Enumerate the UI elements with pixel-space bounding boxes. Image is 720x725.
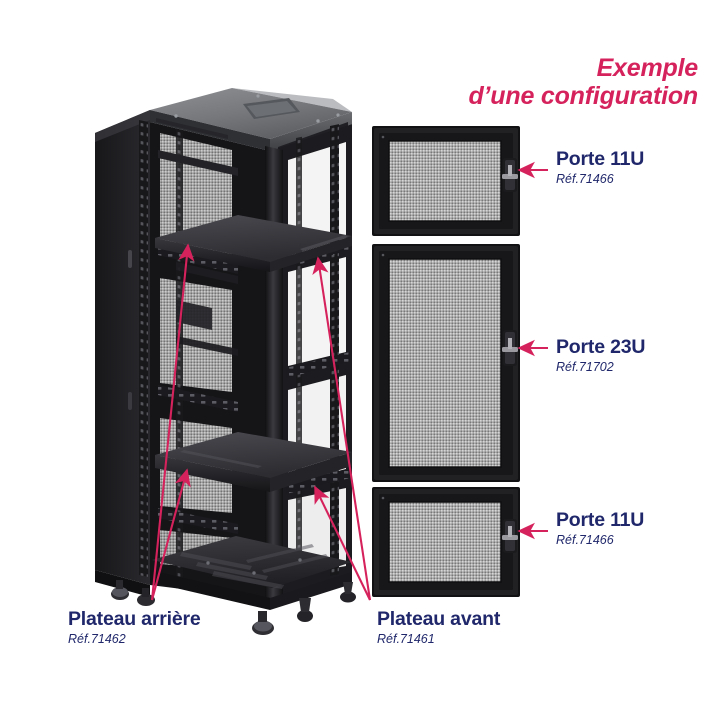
callout-title: Plateau avant bbox=[377, 608, 501, 630]
callout-plateau-arriere: Plateau arrière Réf.71462 bbox=[68, 608, 201, 646]
cabinet-centre-post bbox=[265, 146, 283, 600]
door-handle-11u-bottom bbox=[502, 519, 518, 553]
door-11u-top bbox=[372, 126, 520, 236]
callout-porte-23u: Porte 23U Réf.71702 bbox=[556, 336, 646, 374]
figure-title-line2: d’une configuration bbox=[468, 82, 698, 110]
callout-title: Porte 23U bbox=[556, 336, 646, 358]
door-11u-bottom bbox=[372, 487, 520, 597]
figure-title-line1: Exemple bbox=[596, 54, 699, 82]
cabinet-right-bay-interior bbox=[286, 124, 350, 578]
callout-title: Porte 11U bbox=[556, 148, 645, 170]
door-handle-11u-top bbox=[502, 158, 518, 192]
callout-reference: Réf.71466 bbox=[556, 532, 614, 547]
callout-reference: Réf.71462 bbox=[68, 631, 126, 646]
figure-title: Exemple d’une configuration bbox=[468, 54, 698, 110]
cabinet-base-floor bbox=[152, 536, 352, 589]
door-handle-23u bbox=[502, 330, 518, 366]
callout-title: Porte 11U bbox=[556, 509, 645, 531]
callout-title: Plateau arrière bbox=[68, 608, 201, 630]
callout-reference: Réf.71702 bbox=[556, 359, 614, 374]
shelf-upper-plateau bbox=[155, 215, 352, 272]
callout-porte-11u-bottom: Porte 11U Réf.71466 bbox=[556, 509, 645, 547]
callout-porte-11u-top: Porte 11U Réf.71466 bbox=[556, 148, 645, 186]
door-23u bbox=[372, 244, 520, 482]
cabinet-left-side-panel bbox=[95, 110, 150, 585]
callout-reference: Réf.71461 bbox=[377, 631, 435, 646]
callout-plateau-avant: Plateau avant Réf.71461 bbox=[377, 608, 501, 646]
callout-reference: Réf.71466 bbox=[556, 171, 614, 186]
